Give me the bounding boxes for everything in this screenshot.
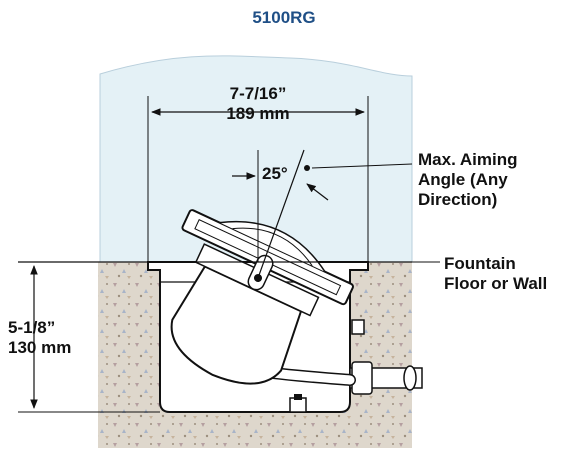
water-area <box>99 55 413 263</box>
floor-callout: Fountain Floor or Wall <box>444 254 547 294</box>
aiming-axis <box>257 149 305 279</box>
width-dimension-label: 7-7/16” 189 mm <box>208 84 308 124</box>
diagram-title: 5100RG <box>252 8 316 27</box>
aiming-line-1: Max. Aiming <box>418 150 518 169</box>
floor-line-2: Floor or Wall <box>444 274 548 293</box>
depth-imperial: 5-1/8” <box>8 318 56 337</box>
aiming-line-3: Direction) <box>418 190 498 209</box>
width-metric: 189 mm <box>226 104 290 123</box>
width-imperial: 7-7/16” <box>229 84 287 103</box>
angle-label: 25° <box>262 164 288 183</box>
aiming-line-2: Angle (Any <box>418 170 508 189</box>
lamp-assembly <box>170 209 354 385</box>
depth-dimension-label: 5-1/8” 130 mm <box>8 318 71 358</box>
depth-metric: 130 mm <box>8 338 72 357</box>
floor-line-1: Fountain <box>444 254 516 273</box>
aiming-angle-callout: Max. Aiming Angle (Any Direction) <box>418 150 518 210</box>
